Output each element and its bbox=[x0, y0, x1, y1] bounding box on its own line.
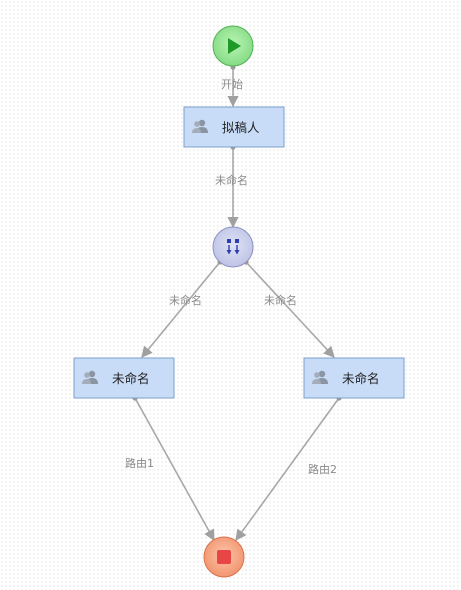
task-node-right[interactable]: 未命名 bbox=[303, 357, 405, 399]
edge-label: 路由1 bbox=[125, 456, 154, 470]
user-group-icon bbox=[312, 370, 328, 384]
edge-right-task-to-end[interactable]: 路由2 bbox=[235, 395, 342, 541]
user-group-icon bbox=[192, 119, 208, 133]
edge-label: 未命名 bbox=[169, 293, 202, 307]
task-label: 未命名 bbox=[342, 371, 380, 386]
stop-icon bbox=[217, 550, 231, 564]
edge-drafter-to-gateway[interactable]: 未命名 bbox=[215, 144, 248, 229]
edge-label: 未命名 bbox=[215, 173, 248, 187]
task-node-left[interactable]: 未命名 bbox=[73, 357, 175, 399]
end-node[interactable] bbox=[203, 536, 245, 578]
edge-left-task-to-end[interactable]: 路由1 bbox=[125, 395, 215, 541]
edge-label: 开始 bbox=[221, 77, 243, 91]
branch-icon bbox=[226, 239, 240, 255]
edge-gateway-to-right-task[interactable]: 未命名 bbox=[243, 259, 335, 358]
edge-gateway-to-left-task[interactable]: 未命名 bbox=[141, 259, 223, 358]
task-label: 拟稿人 bbox=[222, 120, 260, 135]
gateway-node[interactable] bbox=[212, 226, 254, 268]
user-group-icon bbox=[82, 370, 98, 384]
start-node[interactable] bbox=[212, 25, 254, 67]
task-label: 未命名 bbox=[112, 371, 150, 386]
play-icon bbox=[228, 38, 241, 54]
edge-start-to-drafter[interactable]: 开始 bbox=[221, 64, 243, 108]
edge-label: 路由2 bbox=[308, 462, 337, 476]
edge-label: 未命名 bbox=[264, 293, 297, 307]
task-node-drafter[interactable]: 拟稿人 bbox=[183, 106, 285, 148]
